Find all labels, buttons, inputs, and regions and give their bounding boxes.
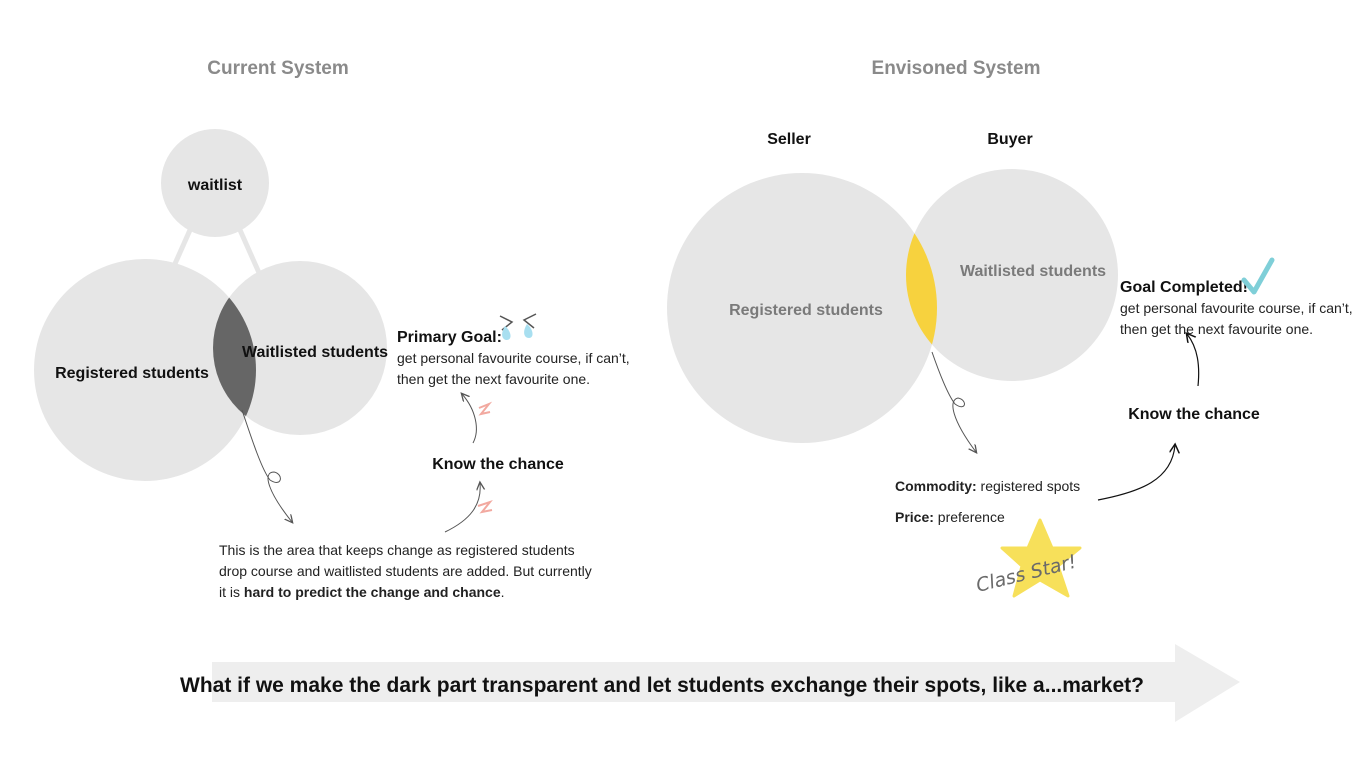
bottom-arrow-band [212, 644, 1240, 722]
waitlisted-label-envisioned: Waitlisted students [960, 263, 1106, 280]
primary-goal-label: Primary Goal: [397, 329, 502, 346]
seller-label: Seller [767, 131, 811, 148]
know-chance-envisioned: Know the chance [1128, 406, 1260, 423]
waitlist-label: waitlist [187, 177, 243, 194]
price-value: preference [934, 509, 1005, 525]
chance-to-completed-arrow [1187, 334, 1200, 387]
completed-goal-line-2: then get the next favourite one. [1120, 321, 1313, 337]
registered-circle-current [34, 259, 256, 481]
goal-completed-label: Goal Completed! [1120, 279, 1248, 296]
bottom-question: What if we make the dark part transparen… [180, 674, 1144, 697]
waitlist-connector-right [237, 228, 263, 277]
price-label: Price: [895, 509, 934, 525]
commodity-line: Commodity: registered spots [895, 478, 1080, 494]
completed-goal-line-1: get personal favourite course, if can’t, [1120, 300, 1353, 316]
note-line-3: it is hard to predict the change and cha… [219, 584, 505, 600]
waitlisted-circle-envisioned [906, 169, 1118, 381]
buyer-label: Buyer [987, 131, 1032, 148]
primary-goal-line-2: then get the next favourite one. [397, 371, 590, 387]
primary-goal-line-1: get personal favourite course, if can’t, [397, 350, 630, 366]
waitlist-circle [161, 129, 269, 237]
overlap-pointer-arrow [241, 409, 292, 522]
note-to-chance-arrow [444, 483, 480, 533]
price-line: Price: preference [895, 509, 1005, 525]
chance-to-goal-arrow [462, 394, 477, 444]
star-icon [1000, 518, 1082, 598]
registered-label-envisioned: Registered students [729, 302, 883, 319]
registered-circle-envisioned [667, 173, 937, 443]
note-line-1: This is the area that keeps change as re… [219, 542, 575, 558]
waitlisted-circle-current [213, 261, 387, 435]
overlap-yellow-pointer [931, 351, 976, 452]
current-system-title: Current System [207, 58, 349, 79]
commodity-value: registered spots [977, 478, 1081, 494]
know-chance-current: Know the chance [432, 456, 564, 473]
checkmark-icon [1241, 257, 1275, 295]
note-line-2: drop course and waitlisted students are … [219, 563, 592, 579]
commodity-to-chance-arrow [1097, 445, 1175, 501]
waitlisted-label-current: Waitlisted students [242, 344, 388, 361]
envisioned-system-title: Envisoned System [872, 58, 1041, 79]
crying-face-icon [499, 313, 537, 340]
bolt-icon-lower [477, 499, 493, 514]
bolt-icon-upper [478, 401, 493, 416]
commodity-label: Commodity: [895, 478, 977, 494]
registered-label-current: Registered students [55, 365, 209, 382]
